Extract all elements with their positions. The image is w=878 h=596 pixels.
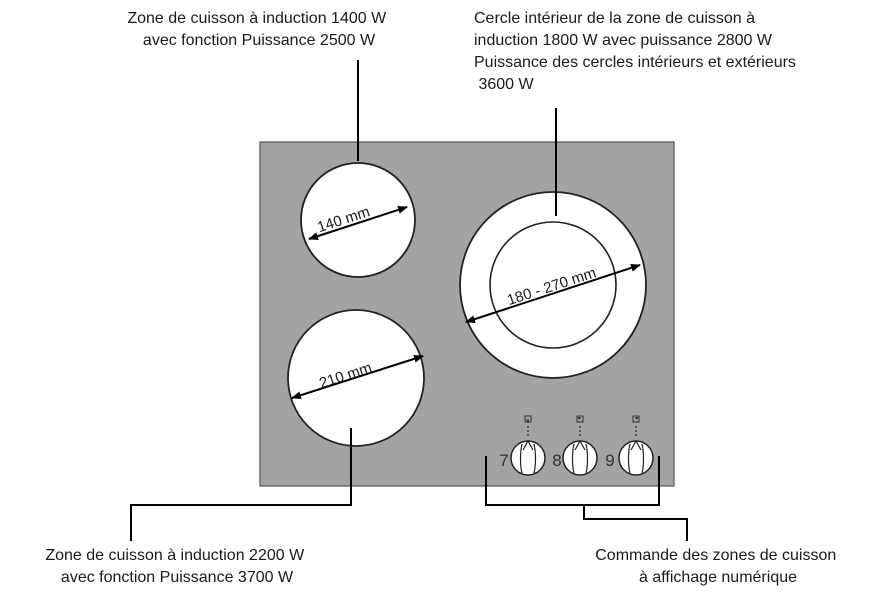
zone-indicator-icon bbox=[576, 415, 584, 423]
knob-number-8: 8 bbox=[552, 451, 561, 470]
zone-indicator-mark bbox=[526, 419, 529, 422]
zone-indicator-mark bbox=[578, 417, 581, 419]
zone-indicator-icon bbox=[524, 415, 532, 423]
control-knob-9[interactable]: 9 bbox=[605, 415, 654, 476]
cooking-zone-dual: 180 - 270 mm bbox=[459, 191, 647, 379]
control-knobs: 7 8 9 bbox=[499, 415, 654, 476]
knob-number-9: 9 bbox=[605, 451, 614, 470]
control-knob-7[interactable]: 7 bbox=[499, 415, 546, 476]
dimension-arrow-small bbox=[308, 205, 408, 241]
dimension-arrow-large bbox=[291, 354, 424, 400]
leader-line-bottom-left bbox=[130, 428, 352, 541]
dimension-arrow-dual bbox=[465, 264, 641, 323]
knob-number-7: 7 bbox=[499, 451, 508, 470]
leader-line-bottom-right bbox=[583, 505, 688, 541]
cooking-zone-small: 140 mm bbox=[300, 162, 416, 278]
caption-top-left: Zone de cuisson à induction 1400 W avec … bbox=[127, 10, 390, 49]
caption-bottom-left: Zone de cuisson à induction 2200 W avec … bbox=[45, 547, 308, 586]
leader-bracket-knobs bbox=[485, 456, 660, 506]
control-knob-8[interactable]: 8 bbox=[552, 415, 598, 476]
caption-bottom-right: Commande des zones de cuisson à affichag… bbox=[595, 547, 840, 586]
zone-indicator-icon bbox=[632, 415, 640, 423]
cooking-zone-large: 210 mm bbox=[287, 309, 425, 447]
caption-top-right: Cercle intérieur de la zone de cuisson à… bbox=[474, 10, 800, 93]
zone-indicator-mark bbox=[635, 417, 638, 419]
